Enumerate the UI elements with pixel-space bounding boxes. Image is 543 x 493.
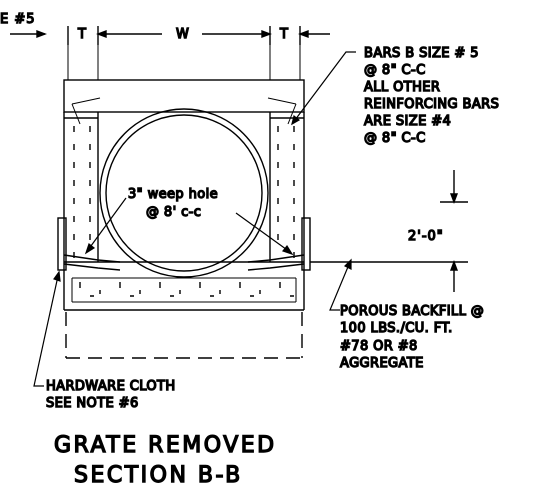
base-slab-bars <box>71 277 297 303</box>
note-bars-line-4: REINFORCING BARS <box>364 97 499 112</box>
note-weep-line-2: @ 8' c-c <box>146 205 201 220</box>
top-dimension-line <box>10 26 330 45</box>
note-bars-line-1: BARS B SIZE # 5 <box>364 46 479 61</box>
leader-hardware-cloth <box>33 270 61 387</box>
note-bars-line-3: ALL OTHER <box>364 80 440 95</box>
note-backfill-line-1: POROUS BACKFILL @ <box>340 304 484 319</box>
note-bars-line-6: @ 8" C-C <box>364 131 426 146</box>
note-cloth-line-2: SEE NOTE #6 <box>46 396 139 411</box>
dim-t-left: T <box>77 27 87 42</box>
dim-t-right: T <box>279 27 289 42</box>
leader-weep-hole <box>84 197 294 256</box>
dashed-outline <box>65 312 303 359</box>
dim-w: W <box>176 27 190 42</box>
note-weep-line-1: 3" weep hole <box>128 187 218 202</box>
note-backfill-line-2: 100 LBS./CU. FT. <box>340 321 453 336</box>
bars-b <box>71 97 297 125</box>
leader-bars-b <box>291 51 356 126</box>
note-bars-line-5: ARE SIZE #4 <box>364 114 451 129</box>
reinforcing-marks <box>73 126 295 297</box>
note-bars-line-2: @ 8" C-C <box>364 63 426 78</box>
dim-bar-e: E #5 <box>0 12 36 27</box>
title-line-2: SECTION B-B <box>74 463 243 488</box>
weep-hole-pipes <box>63 254 305 271</box>
note-backfill-line-3: #78 OR #8 <box>340 339 418 354</box>
note-backfill-line-4: AGGREGATE <box>340 356 424 371</box>
note-cloth-line-1: HARDWARE CLOTH <box>46 379 176 394</box>
leader-backfill <box>329 258 352 311</box>
title-line-1: GRATE REMOVED <box>54 433 277 458</box>
pipe <box>99 108 269 278</box>
vertical-dimension <box>310 170 468 292</box>
extension-lines <box>67 45 301 80</box>
dim-height: 2'-0" <box>408 229 444 244</box>
